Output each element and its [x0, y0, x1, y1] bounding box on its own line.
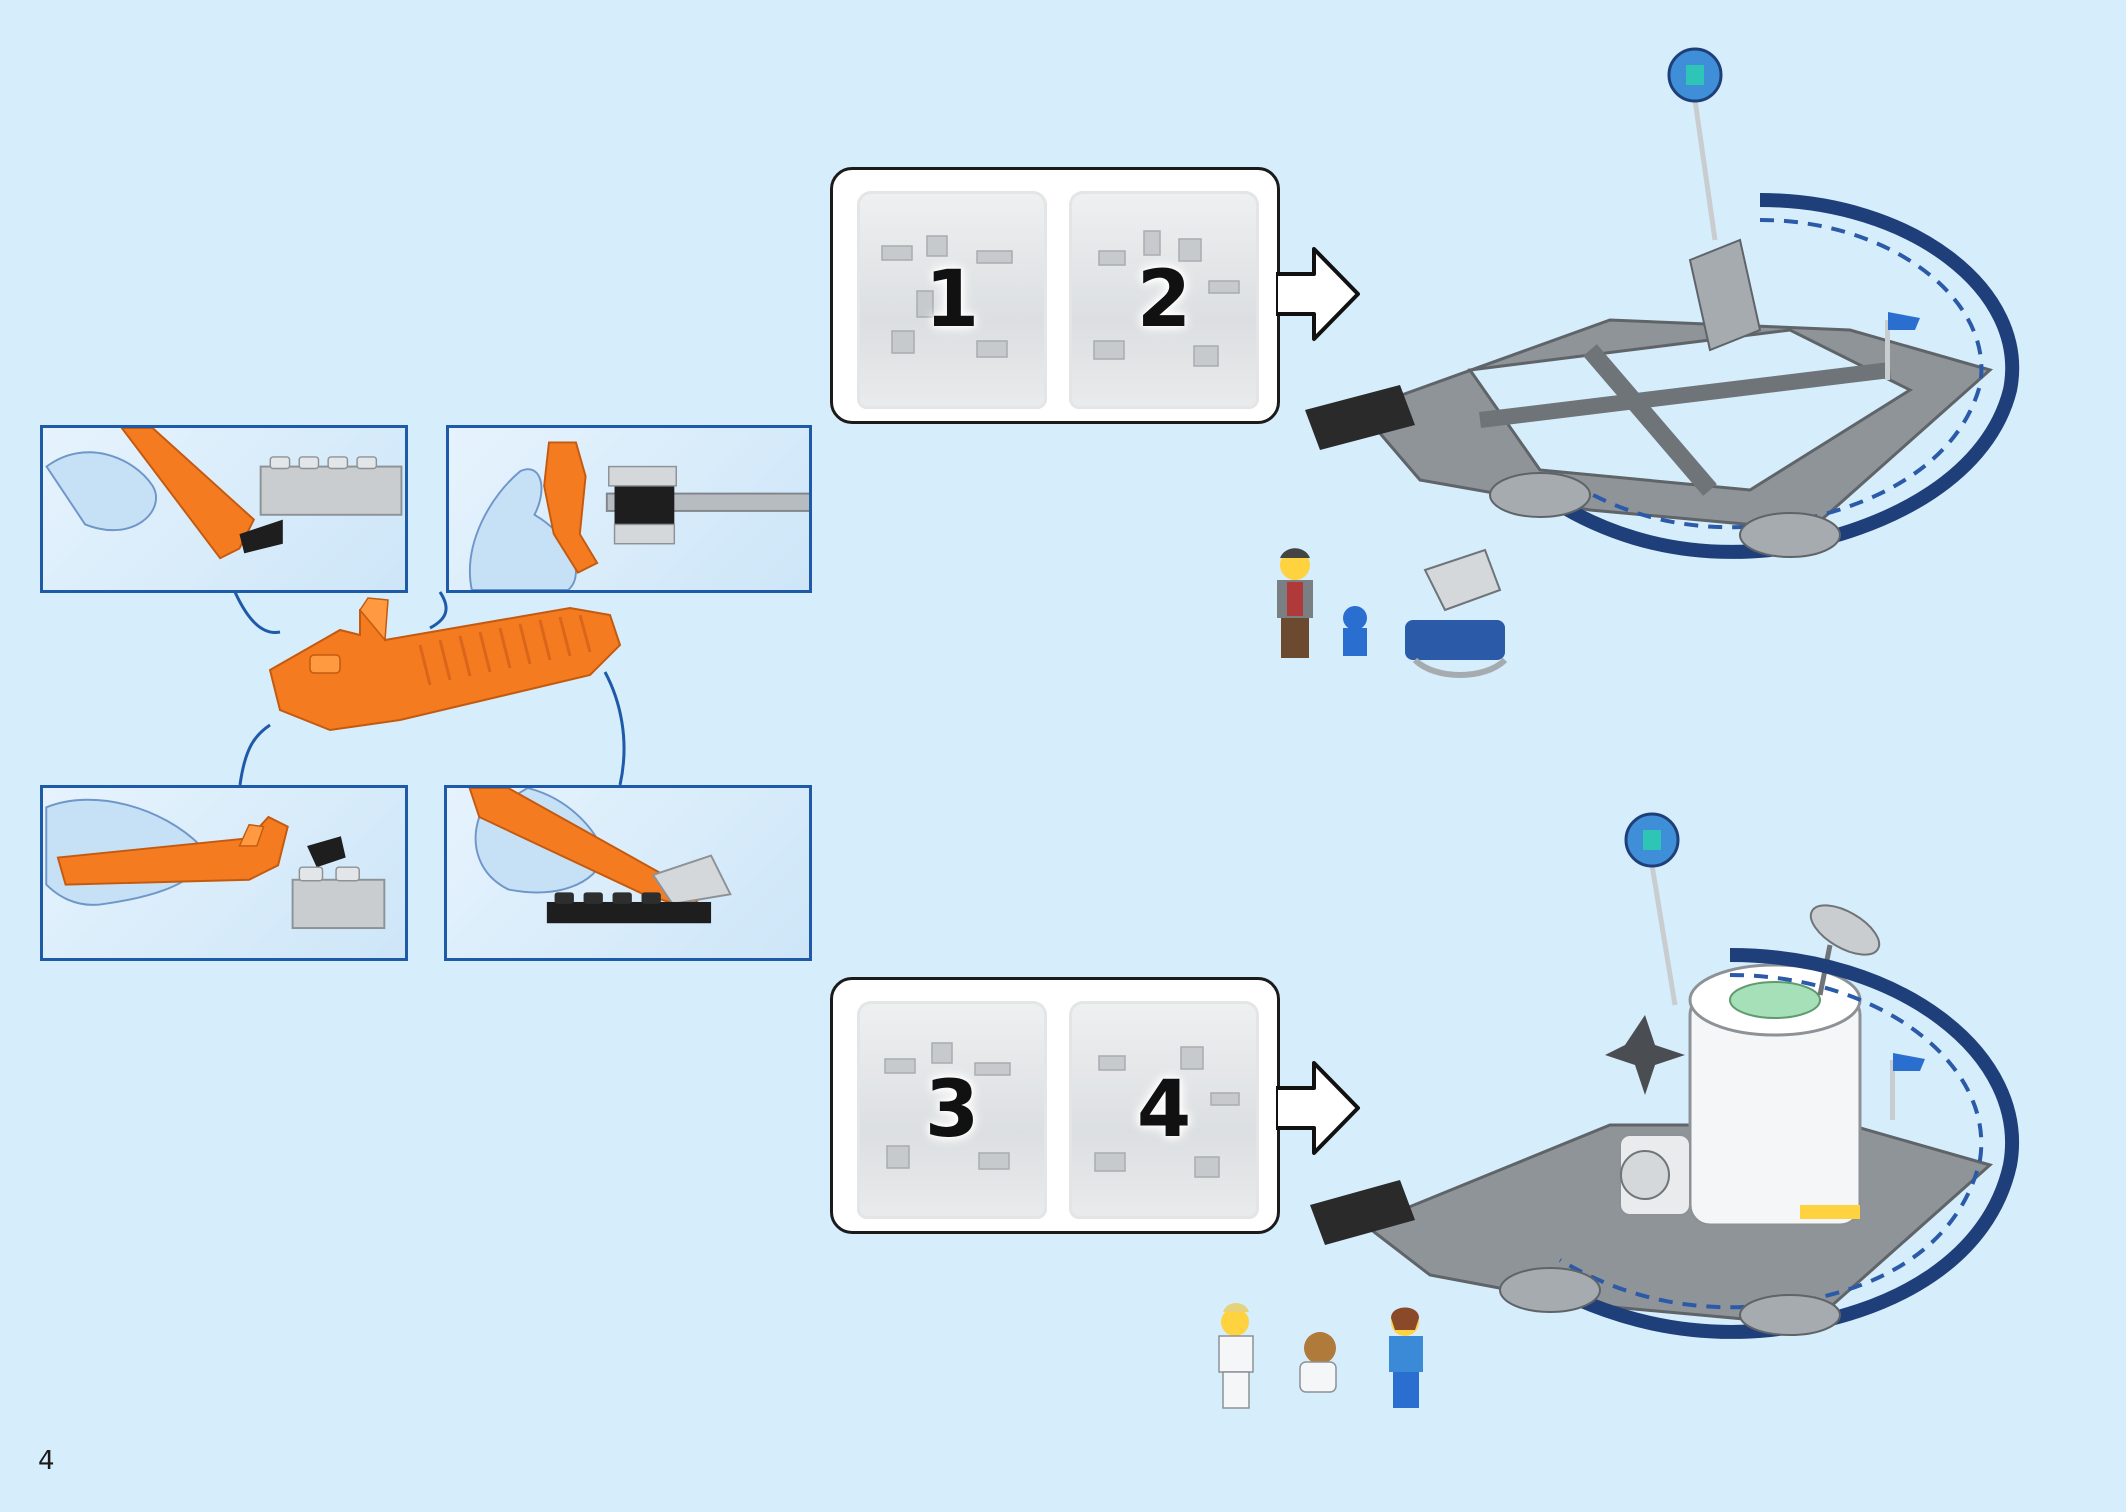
bag-group-step-2: 3 4	[830, 977, 1280, 1234]
parts-bag: 2	[1069, 191, 1259, 409]
minifigure-astronaut	[1218, 1303, 1254, 1409]
parts-bag: 3	[857, 1001, 1047, 1219]
rover	[1405, 548, 1508, 678]
minifigure-robot	[1343, 606, 1367, 656]
tool-panel-pry-tile	[40, 785, 408, 961]
parts-bag: 1	[857, 191, 1047, 409]
tool-panel-lift-tile	[444, 785, 812, 961]
minifigures-step-1	[1277, 548, 1508, 678]
space-base-model-step-1	[1305, 47, 2019, 559]
bag-number: 3	[924, 1065, 980, 1155]
bag-group-step-1: 1 2	[830, 167, 1280, 424]
space-suit-helmet	[1299, 1332, 1337, 1393]
arrow-right-icon	[1276, 247, 1360, 341]
callout-tails	[233, 591, 626, 786]
bag-number: 2	[1136, 255, 1192, 345]
space-base-model-step-2	[1310, 812, 2019, 1339]
tool-panel-pry-plate	[40, 425, 408, 593]
bag-number: 1	[924, 255, 980, 345]
minifigure-scientist	[1277, 548, 1313, 658]
arrow-right-icon	[1276, 1061, 1360, 1155]
bag-number: 4	[1136, 1065, 1192, 1155]
brick-separator-tool	[268, 597, 622, 732]
tool-panel-push-axle	[446, 425, 812, 593]
minifigures-step-2	[1218, 1303, 1423, 1409]
page-number: 4	[38, 1446, 55, 1476]
minifigure-engineer	[1389, 1307, 1423, 1408]
parts-bag: 4	[1069, 1001, 1259, 1219]
